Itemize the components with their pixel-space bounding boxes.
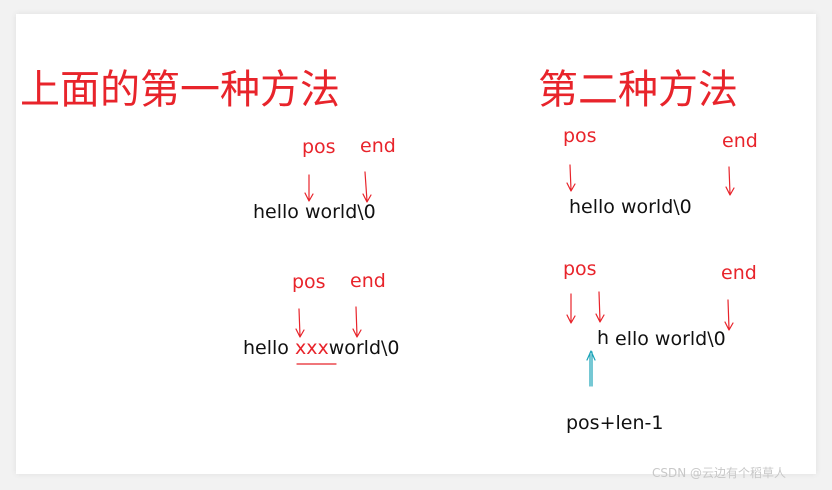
right-diagram2-string: ello world\0 <box>615 328 726 350</box>
watermark: CSDN @云边有个稻草人 <box>652 466 787 480</box>
right-diagram1-end-label: end <box>722 130 758 152</box>
right-diagram2-pos-label: pos <box>563 258 597 280</box>
right-pos-len-label: pos+len-1 <box>566 412 664 434</box>
right-diagram2-char: h <box>597 327 610 349</box>
left-diagram2-pos-label: pos <box>292 271 326 293</box>
left-diagram2-inserted: xxx <box>294 337 329 359</box>
left-diagram1-end-label: end <box>360 135 396 157</box>
left-diagram1-pos-label: pos <box>302 136 336 158</box>
left-diagram2-string: hello xxxworld\0 <box>243 339 400 358</box>
left-title: 上面的第一种方法 <box>20 67 340 113</box>
left-diagram2-text-after: world\0 <box>328 337 400 359</box>
right-diagram2-end-label: end <box>721 262 757 284</box>
left-diagram1-string: hello world\0 <box>253 201 376 223</box>
left-diagram2-text-before: hello <box>243 337 295 359</box>
right-title: 第二种方法 <box>538 67 738 113</box>
right-diagram1-string: hello world\0 <box>569 196 692 218</box>
diagram-canvas <box>16 14 816 474</box>
left-diagram2-end-label: end <box>350 270 386 292</box>
right-diagram1-pos-label: pos <box>563 125 597 147</box>
